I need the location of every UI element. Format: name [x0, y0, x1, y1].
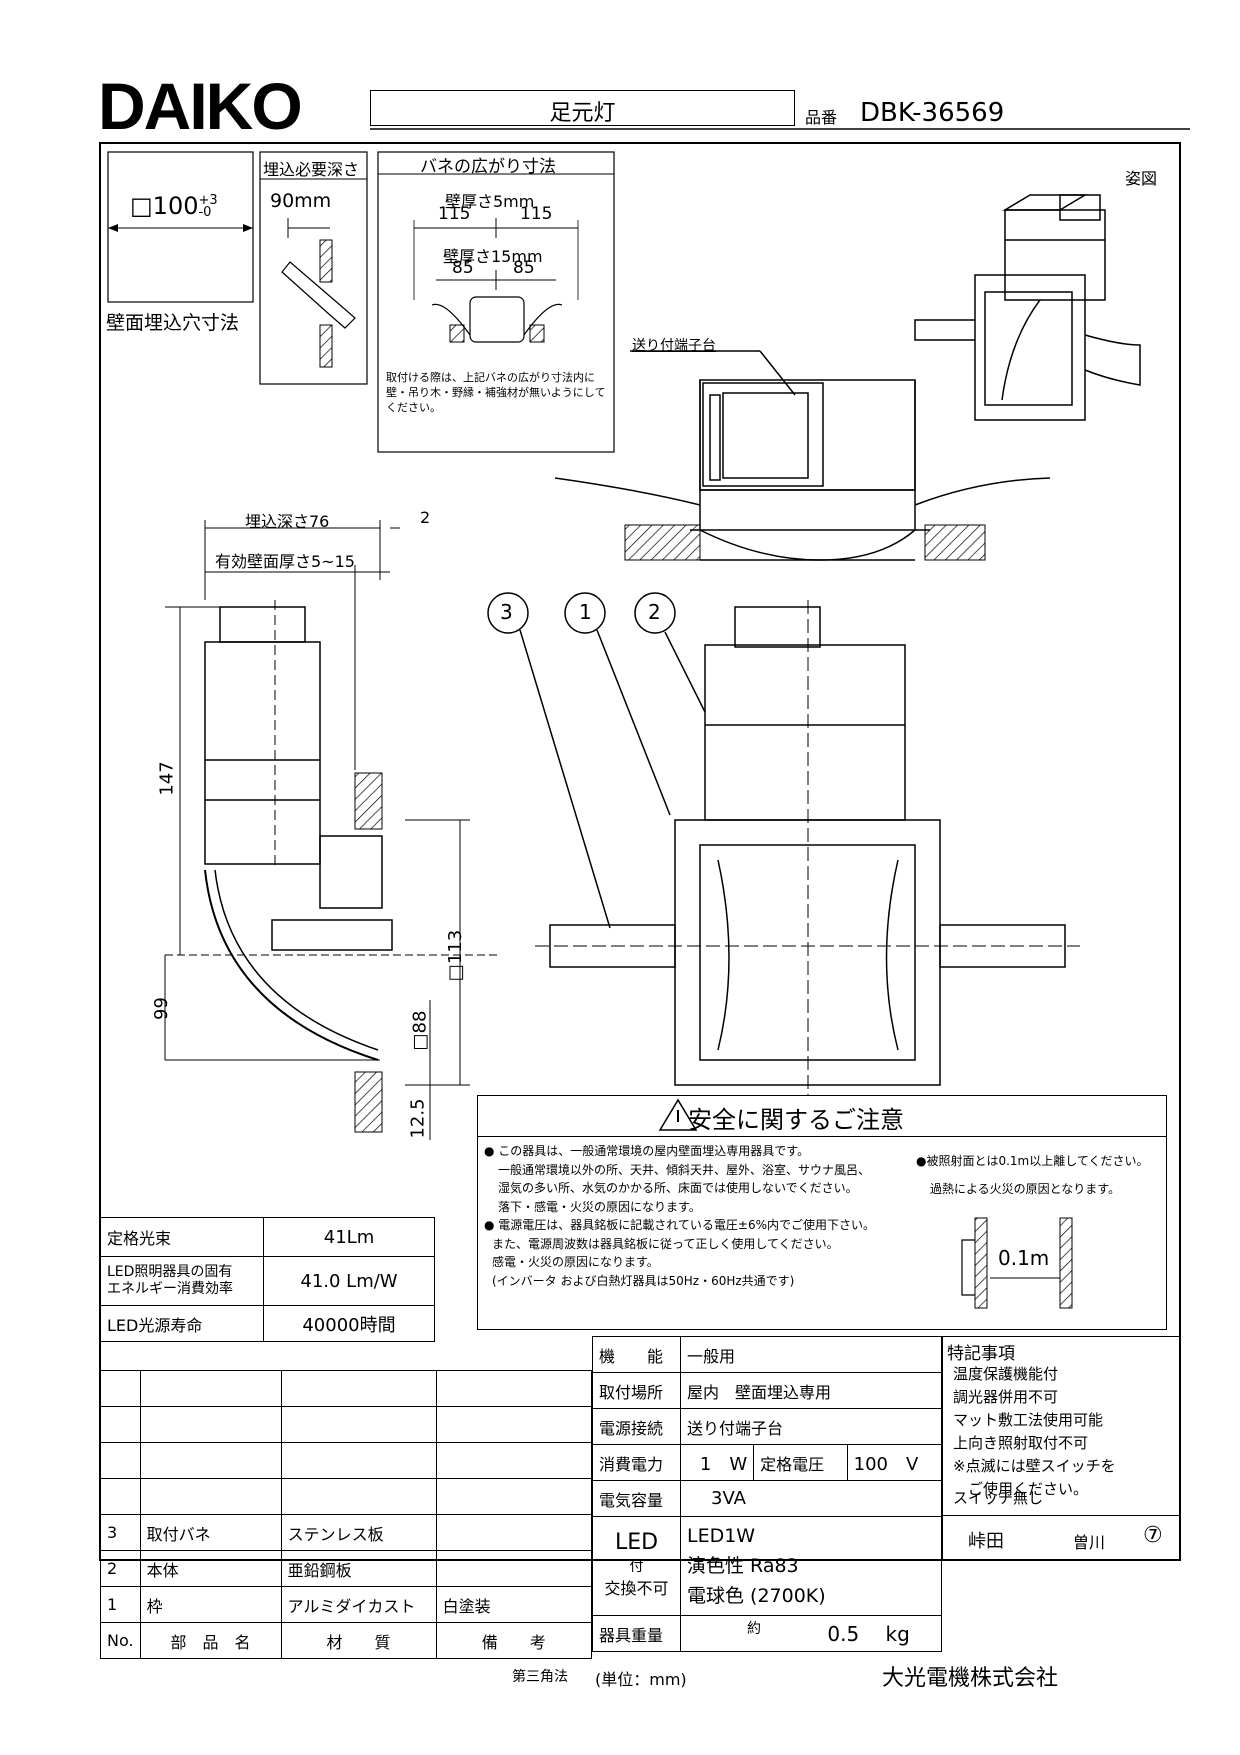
list-item: ※点滅には壁スイッチを	[953, 1457, 1116, 1475]
life-label: LED光源寿命	[100, 1305, 264, 1342]
depth-value: 90mm	[270, 190, 332, 212]
list-item: マット敷工法使用可能	[953, 1411, 1104, 1429]
revision-mark: ⑦	[1143, 1523, 1163, 1548]
flange-dim: 2	[420, 508, 431, 527]
cutout-size: □100+3-0	[130, 192, 218, 220]
spec-table: 機 能 一般用 取付場所 屋内 壁面埋込専用 電源接続 送り付端子台 消費電力 …	[592, 1336, 943, 1652]
list-item: ご使用ください。	[953, 1480, 1089, 1498]
function-label: 機 能	[592, 1336, 681, 1373]
weight-label: 器具重量	[592, 1615, 681, 1652]
mount-value: 屋内 壁面埋込専用	[680, 1372, 942, 1409]
wall15-right: 85	[513, 258, 535, 278]
list-item: 調光器併用不可	[953, 1388, 1059, 1406]
notes-box: 特記事項 温度保護機能付 調光器併用不可 マット敷工法使用可能 上向き照射取付不…	[942, 1336, 1180, 1560]
callout-1: 1	[579, 600, 592, 624]
cutout-caption: 壁面埋込穴寸法	[106, 312, 240, 334]
safety-lines: ● この器具は、一般通常環境の屋内壁面埋込専用器具です。 一般通常環境以外の所、…	[484, 1142, 875, 1290]
iso-label: 姿図	[1125, 169, 1158, 188]
opening-dim: □88	[409, 1010, 431, 1051]
wall5-right: 115	[520, 204, 553, 224]
depth-title: 埋込必要深さ	[263, 160, 360, 179]
flux-label: 定格光束	[100, 1217, 264, 1257]
spring-note: 取付ける際は、上記バネの広がり寸法内に壁・吊り木・野縁・補強材が無いようにしてく…	[386, 371, 606, 414]
product-type-box: 足元灯	[370, 90, 795, 126]
list-item: 温度保護機能付	[953, 1365, 1059, 1383]
weight-value: 約 0.5 kg	[680, 1615, 942, 1652]
safety-box: 安全に関するご注意 ● この器具は、一般通常環境の屋内壁面埋込専用器具です。 一…	[477, 1095, 1167, 1330]
safety-line: ● この器具は、一般通常環境の屋内壁面埋込専用器具です。	[484, 1144, 810, 1158]
brand-logo: DAIKO	[98, 69, 303, 143]
function-value: 一般用	[680, 1336, 942, 1373]
capacity-label: 電気容量	[592, 1480, 681, 1517]
consumption-label: 消費電力	[592, 1444, 681, 1481]
face-dim: □113	[445, 929, 467, 982]
checked-by: 曽川	[1073, 1533, 1106, 1552]
consumption-value: 1 W	[679, 1444, 755, 1481]
safety-line: また、電源周波数は器具銘板に従って正しく使用してください。	[492, 1236, 839, 1251]
rated-voltage-label: 定格電圧	[753, 1444, 848, 1481]
height-dim: 147	[156, 761, 178, 796]
safety-line: (インバータ および白熱灯器具は50Hz・60Hz共通です)	[492, 1273, 795, 1288]
wall5-label: 壁厚さ5mm	[445, 192, 535, 211]
embed-depth-dim: 埋込深さ76	[245, 512, 330, 531]
mount-label: 取付場所	[592, 1372, 681, 1409]
terminal-label: 送り付端子台	[632, 338, 716, 354]
spec-summary-table: 定格光束 41Lm LED照明器具の固有エネルギー消費効率 41.0 Lm/W …	[100, 1217, 435, 1342]
callout-3: 3	[500, 600, 513, 624]
wall15-label: 壁厚さ15mm	[443, 247, 543, 266]
safety-right-1: ●被照射面とは0.1m以上離してください。	[916, 1154, 1149, 1168]
product-type: 足元灯	[549, 101, 616, 126]
offset-dim: 12.5	[407, 1098, 429, 1139]
safety-right-2: 過熱による火災の原因となります。	[930, 1182, 1121, 1196]
lower-dim: 99	[150, 997, 172, 1020]
power-conn-value: 送り付端子台	[680, 1408, 942, 1445]
safety-line: ● 電源電圧は、器具銘板に記載されている電圧±6%内でご使用下さい。	[484, 1218, 876, 1232]
projection-method: 第三角法	[512, 1669, 568, 1685]
power-conn-label: 電源接続	[592, 1408, 681, 1445]
efficiency-value: 41.0 Lm/W	[263, 1256, 435, 1306]
list-item: 上向き照射取付不可	[953, 1434, 1089, 1452]
parts-header-row: No.部 品 名材 質備 考	[100, 1622, 593, 1659]
safety-line: 湿気の多い所、水気のかかる所、床面では使用しないでください。	[498, 1181, 858, 1195]
drawn-by: 峠田	[968, 1531, 1004, 1552]
flux-value: 41Lm	[263, 1217, 435, 1257]
notes-title: 特記事項	[947, 1344, 1015, 1364]
life-value: 40000時間	[263, 1305, 435, 1342]
capacity-value: 3VA	[680, 1480, 942, 1517]
wall5-left: 115	[438, 204, 471, 224]
rated-voltage-value: 100 V	[846, 1444, 943, 1481]
safety-line: 落下・感電・火災の原因になります。	[498, 1199, 701, 1214]
notes-list: 温度保護機能付 調光器併用不可 マット敷工法使用可能 上向き照射取付不可 ※点滅…	[953, 1363, 1116, 1501]
wall15-left: 85	[452, 258, 474, 278]
callout-2: 2	[648, 600, 661, 624]
led-value: LED1W 演色性 Ra83 電球色 (2700K)	[680, 1516, 942, 1616]
switch-note: スイッチ無し	[953, 1489, 1044, 1507]
led-label: LED 付 交換不可	[592, 1516, 681, 1616]
safety-line: 感電・火災の原因になります。	[492, 1255, 659, 1269]
company-name: 大光電機株式会社	[882, 1666, 1059, 1691]
safety-line: 一般通常環境以外の所、天井、傾斜天井、屋外、浴室、サウナ風呂、	[498, 1162, 871, 1177]
part-no: DBK-36569	[860, 98, 1005, 128]
spring-title: バネの広がり寸法	[420, 157, 556, 177]
efficiency-label: LED照明器具の固有エネルギー消費効率	[100, 1256, 264, 1306]
safety-title: 安全に関するご注意	[688, 1106, 904, 1134]
part-no-label: 品番	[805, 108, 838, 127]
unit-note: (単位：mm)	[595, 1670, 687, 1689]
wall-thickness-dim: 有効壁面厚さ5~15	[215, 552, 355, 571]
safety-distance: 0.1m	[998, 1246, 1050, 1270]
